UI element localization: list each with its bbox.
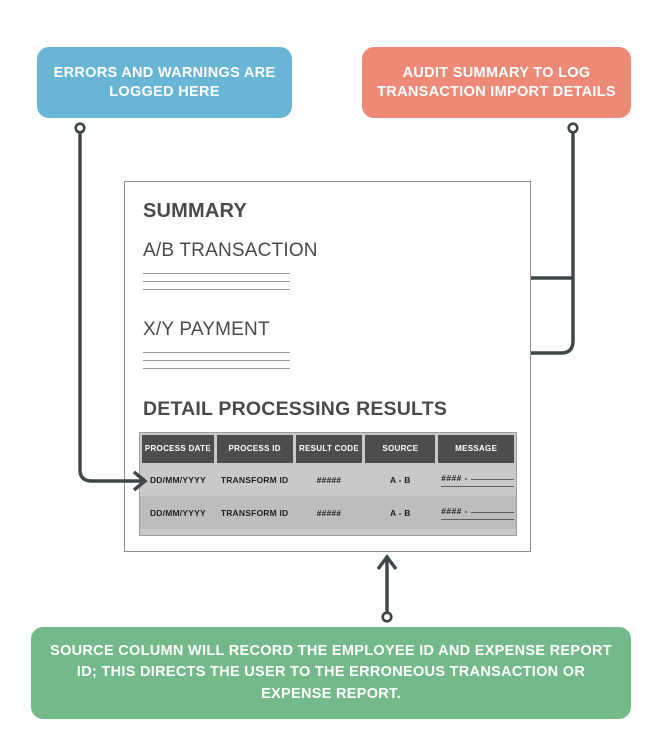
detail-results-table: PROCESS DATE PROCESS ID RESULT CODE SOUR…	[139, 432, 517, 536]
message-code: #### -	[441, 505, 468, 516]
cell-process-date: DD/MM/YYYY	[149, 474, 206, 485]
cell-source: A - B	[390, 474, 411, 485]
ab-transaction-label: A/B TRANSACTION	[143, 240, 318, 261]
table-row: DD/MM/YYYY TRANSFORM ID ##### A - B ####…	[140, 496, 516, 529]
column-header-message: MESSAGE	[438, 435, 514, 463]
column-header-result-code: RESULT CODE	[295, 435, 363, 463]
column-header-source: SOURCE	[365, 435, 436, 463]
message-line	[441, 485, 514, 487]
errors-connector-dot	[74, 122, 86, 134]
cell-process-date: DD/MM/YYYY	[149, 507, 206, 518]
message-stub-line	[470, 512, 514, 513]
document-panel: SUMMARY A/B TRANSACTION X/Y PAYMENT DETA…	[124, 181, 531, 552]
cell-result-code: #####	[316, 507, 342, 518]
column-header-process-date: PROCESS DATE	[142, 435, 214, 463]
rule-line	[143, 281, 290, 282]
cell-message: #### -	[438, 463, 514, 496]
xy-payment-label: X/Y PAYMENT	[143, 319, 270, 340]
rule-line	[143, 360, 290, 361]
audit-connector-dot	[567, 122, 579, 134]
xy-payment-rules	[143, 352, 290, 369]
cell-process-id: TRANSFORM ID	[220, 474, 289, 485]
callout-errors-and-warnings[interactable]: ERRORS AND WARNINGS ARE LOGGED HERE	[37, 47, 292, 118]
cell-process-id: TRANSFORM ID	[220, 507, 289, 518]
summary-heading: SUMMARY	[143, 200, 247, 222]
ab-transaction-rules	[143, 273, 290, 290]
message-code-row: #### -	[441, 506, 514, 516]
table-row: DD/MM/YYYY TRANSFORM ID ##### A - B ####…	[140, 463, 516, 496]
source-connector-dot	[381, 611, 393, 623]
source-arrowhead	[376, 554, 398, 571]
column-header-process-id: PROCESS ID	[216, 435, 293, 463]
rule-line	[143, 352, 290, 353]
table-header-row: PROCESS DATE PROCESS ID RESULT CODE SOUR…	[140, 433, 516, 463]
callout-audit-summary[interactable]: AUDIT SUMMARY TO LOG TRANSACTION IMPORT …	[362, 47, 631, 118]
rule-line	[143, 273, 290, 274]
message-code-row: #### -	[441, 473, 514, 483]
message-code: #### -	[441, 472, 468, 483]
cell-message: #### -	[438, 496, 514, 529]
message-stub-line	[470, 479, 514, 480]
cell-result-code: #####	[316, 474, 342, 485]
rule-line	[143, 289, 290, 290]
detail-processing-results-heading: DETAIL PROCESSING RESULTS	[143, 398, 448, 420]
rule-line	[143, 368, 290, 369]
callout-source-column[interactable]: SOURCE COLUMN WILL RECORD THE EMPLOYEE I…	[31, 627, 631, 719]
cell-source: A - B	[390, 507, 411, 518]
message-line	[441, 518, 514, 520]
